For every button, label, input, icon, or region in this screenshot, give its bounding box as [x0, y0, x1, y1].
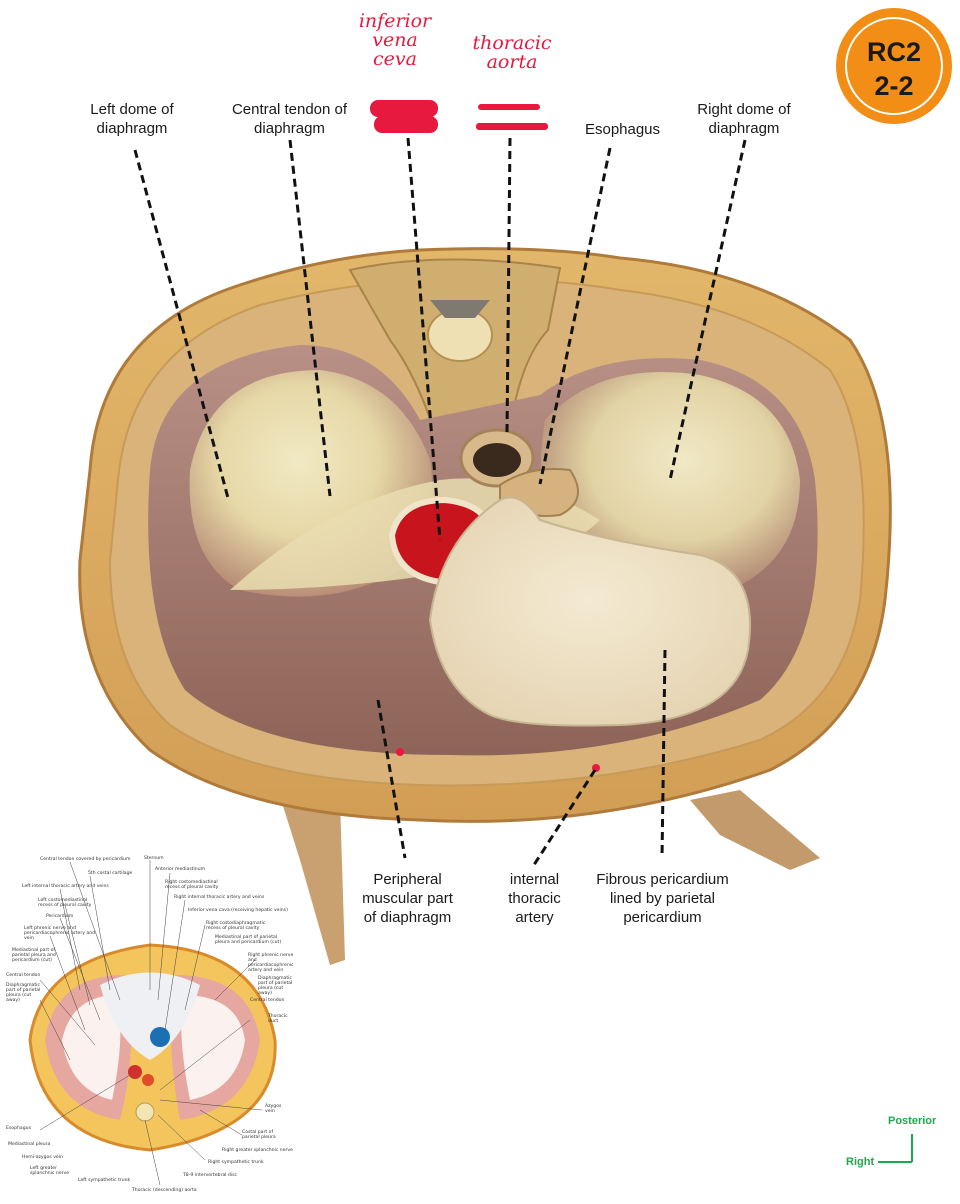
inset-right-dome-center	[181, 995, 245, 1100]
inset-leader	[39, 979, 96, 1046]
inset-leader	[199, 1109, 243, 1136]
inset-leader	[59, 917, 101, 1021]
ref-label: Esophagus	[6, 1126, 31, 1131]
orientation-right: Right	[846, 1156, 875, 1168]
ref-label: Mediastinal pleura	[8, 1142, 51, 1147]
ref-label: Right greater splanchnic nerve	[222, 1148, 293, 1153]
ref-label: Diaphragmatic part of parietal pleura (c…	[258, 976, 293, 996]
fibrous-pericardium	[428, 496, 751, 727]
leader-aorta	[505, 137, 512, 433]
ref-label: Inferior vena cava (receiving hepatic ve…	[188, 908, 288, 913]
ref-label: 5th costal cartilage	[88, 871, 133, 876]
orientation-marker	[878, 1134, 913, 1163]
redaction-ivc-2	[374, 116, 438, 133]
label-right-dome: Right dome of diaphragm	[697, 101, 791, 137]
handwritten-ivc: inferior vena ceva	[358, 10, 432, 70]
inset-leader	[157, 872, 171, 1001]
inset-esophagus	[128, 1065, 142, 1079]
badge-ring	[845, 17, 943, 115]
ref-label: Left costomediastinal recess of pleural …	[38, 898, 92, 908]
ref-label: Left phrenic nerve and pericardiacophren…	[24, 926, 96, 941]
inset-central-tendon	[100, 972, 200, 1060]
inset-leader	[159, 1099, 263, 1111]
ref-label: Central tendon covered by pericardium	[40, 857, 131, 862]
leader-internal-thoracic	[530, 769, 597, 869]
label-internal-thoracic: internal thoracic artery	[508, 871, 561, 926]
inset-ivc	[150, 1027, 170, 1047]
ref-label: Thoracic (descending) aorta	[132, 1188, 197, 1193]
leader-left-dome	[133, 149, 230, 499]
orientation-posterior: Posterior	[888, 1115, 937, 1127]
inset-vertebra	[135, 1102, 155, 1122]
ref-label: Left greater splanchnic nerve	[30, 1166, 70, 1176]
ref-label: Pericardium	[46, 914, 74, 919]
inset-leader	[184, 924, 206, 1011]
ref-label: Left internal thoracic artery and veins	[22, 884, 109, 889]
inset-aorta	[142, 1074, 154, 1086]
label-left-dome: Left dome of diaphragm	[90, 101, 174, 137]
inset-leader	[39, 999, 71, 1061]
inset-leader	[159, 1019, 251, 1091]
ref-label: Hemi-azygos vein	[22, 1155, 63, 1160]
ref-label: Azygos vein	[265, 1104, 282, 1114]
leader-right-dome	[668, 139, 747, 481]
ref-label: Right costodiaphragmatic recess of pleur…	[206, 921, 266, 931]
reference-inset	[28, 860, 277, 1186]
ref-label: Diaphragmatic part of parietal pleura (c…	[6, 983, 41, 1003]
label-esophagus: Esophagus	[584, 121, 661, 138]
inset-leader	[157, 1114, 206, 1161]
ref-label: Anterior mediastinum	[155, 867, 206, 872]
ref-label: Mediastinal part of parietal pleura and …	[12, 948, 56, 963]
ref-label: Central tendon	[6, 973, 41, 978]
leader-esophagus	[538, 147, 612, 485]
ref-label: Right costomediastinal recess of pleural…	[165, 880, 219, 890]
rc-badge: RC2 2-2	[836, 8, 952, 124]
redaction-aorta-2	[476, 123, 548, 130]
ref-label: Sternum	[144, 856, 164, 861]
inset-leader	[214, 959, 256, 1001]
ref-label: Costal part of parietal pleura	[242, 1130, 276, 1140]
ref-label: Right sympathetic trunk	[208, 1160, 264, 1165]
inset-leader	[59, 888, 81, 991]
right-flap	[690, 790, 820, 870]
left-flap	[278, 790, 345, 965]
inset-leader	[49, 935, 86, 1031]
ref-label: Mediastinal part of parietal pleura and …	[215, 935, 282, 945]
inset-leader	[64, 904, 91, 1006]
leader-fibrous-pericardium	[660, 649, 667, 859]
inset-leader	[164, 899, 186, 1031]
handwritten-aorta: thoracic aorta	[472, 32, 552, 73]
leader-ivc	[406, 137, 442, 541]
ref-label: Right internal thoracic artery and veins	[174, 895, 265, 900]
label-fibrous-pericardium: Fibrous pericardium lined by parietal pe…	[596, 871, 729, 926]
redaction-aorta-1	[478, 104, 540, 110]
inset-leader	[39, 1074, 131, 1131]
ref-label: Left sympathetic trunk	[78, 1178, 131, 1183]
ref-label: Thoracic duct	[268, 1014, 288, 1024]
inset-leader	[69, 861, 121, 1001]
ref-label: Central tendon	[250, 998, 285, 1003]
label-peripheral: Peripheral muscular part of diaphragm	[362, 871, 453, 926]
leader-peripheral	[376, 699, 407, 859]
aorta-lumen	[473, 443, 521, 477]
inset-leader	[144, 1119, 161, 1186]
leader-central-tendon	[288, 139, 332, 497]
internal-thoracic-left	[396, 748, 404, 756]
ref-label: Right phrenic nerve and pericardiacophre…	[248, 953, 294, 973]
inset-left-dome-center	[62, 995, 121, 1100]
vertebral-shadow	[430, 300, 490, 318]
inset-leader	[89, 875, 111, 991]
badge-text: RC2 2-2	[866, 37, 921, 101]
ref-label: T8-9 intervertebral disc	[183, 1173, 238, 1178]
redaction-ivc-1	[370, 100, 438, 117]
label-central-tendon: Central tendon of diaphragm	[231, 101, 348, 137]
